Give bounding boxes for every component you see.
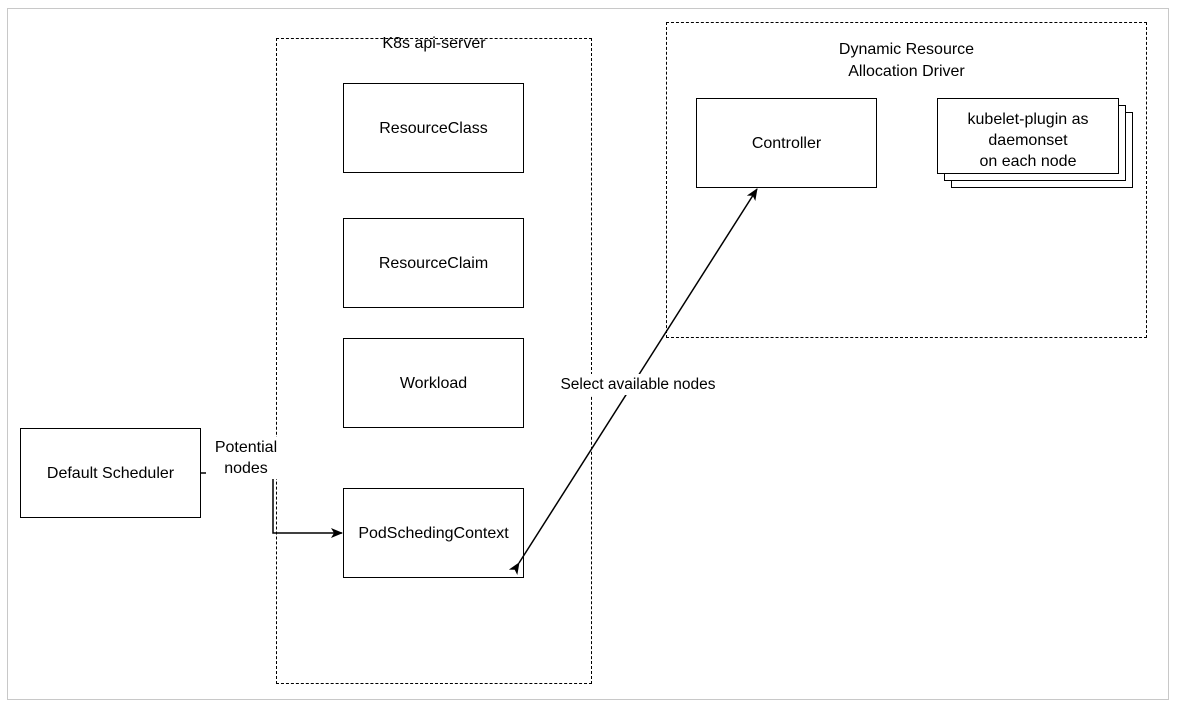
dra-driver-group-title: Dynamic Resource Allocation Driver [838,41,975,80]
api-server-group-title: K8s api-server [382,35,486,52]
canvas-frame [7,8,1169,700]
kubelet-plugin-node[interactable]: kubelet-plugin as daemonset on each node [937,98,1119,174]
default-scheduler-node[interactable]: Default Scheduler [20,428,201,518]
edge-label-potential-nodes: Potential nodes [206,437,286,479]
controller-node[interactable]: Controller [696,98,877,188]
resource-class-node[interactable]: ResourceClass [343,83,524,173]
edge-label-select-available-nodes: Select available nodes [548,374,728,395]
workload-node[interactable]: Workload [343,338,524,428]
pod-scheduling-context-node[interactable]: PodSchedingContext [343,488,524,578]
edge-scheduler-to-context[interactable] [201,472,343,538]
dra-driver-group: Dynamic Resource Allocation Driver [666,22,1147,338]
